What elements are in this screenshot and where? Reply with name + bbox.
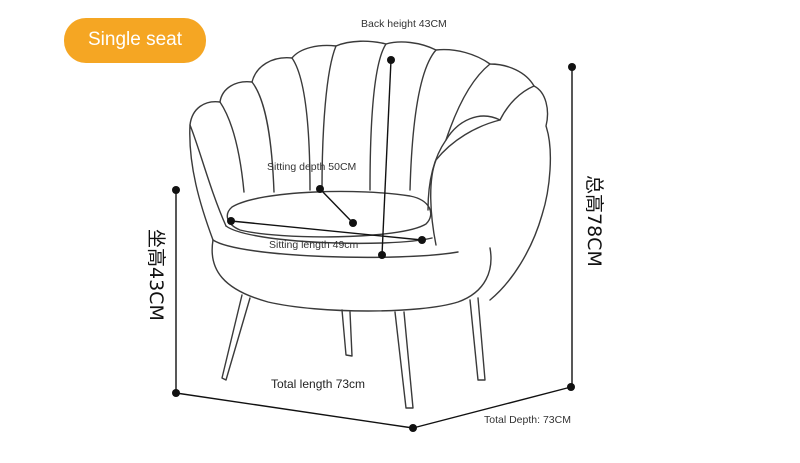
sitting-length-label: Sitting length 49cm (269, 239, 359, 251)
badge-label: Single seat (88, 29, 183, 50)
back-height-line (381, 59, 392, 256)
total-height-label: 总高78CM (583, 175, 605, 267)
seat-height-label: 坐高43CM (145, 229, 167, 321)
sitting-length-dot-left (227, 217, 235, 225)
chair-scallop-2 (251, 81, 275, 193)
chair-leg-front-right (394, 311, 414, 409)
chair-right-arm (430, 85, 535, 246)
back-height-dot-top (387, 56, 395, 64)
chair-seat-base-top (212, 239, 459, 259)
chair-drawing (189, 40, 552, 409)
chair-seat-front (225, 225, 433, 245)
total-length-label: Total length 73cm (271, 377, 365, 391)
chair-scallop-3 (291, 57, 311, 191)
chair-leg-back-left (341, 309, 353, 357)
chair-scallop-6 (409, 49, 437, 191)
chair-leg-front-left (221, 294, 251, 381)
sitting-depth-dot-front (349, 219, 357, 227)
total-depth-line (412, 386, 572, 429)
dimension-lines (172, 56, 576, 432)
chair-scallop-7 (445, 63, 491, 141)
back-height-label: Back height 43CM (361, 18, 447, 30)
total-height-dot-top (568, 63, 576, 71)
seat-height-dot-top (172, 186, 180, 194)
chair-scallop-5 (369, 43, 387, 191)
chair-right-arm-inner (427, 115, 501, 211)
sitting-depth-label: Sitting depth 50CM (267, 161, 356, 173)
badge-background (64, 18, 206, 63)
chair-scallop-4 (321, 45, 337, 191)
back-height-dot-bottom (378, 251, 386, 259)
sitting-length-dot-right (418, 236, 426, 244)
total-depth-dot-right (567, 383, 575, 391)
dimension-labels: Back height 43CM Sitting depth 50CM Sitt… (145, 18, 605, 426)
single-seat-badge: Single seat (64, 18, 206, 63)
total-length-line (175, 392, 414, 429)
chair-leg-back-right (469, 297, 486, 381)
sitting-depth-dot-back (316, 185, 324, 193)
chair-left-arm-inner (189, 124, 227, 227)
total-depth-label: Total Depth: 73CM (484, 414, 571, 426)
chair-scallop-1 (219, 101, 245, 193)
chair-seat-base (211, 239, 492, 312)
sitting-length-line (230, 220, 423, 241)
sitting-depth-line (319, 188, 354, 224)
